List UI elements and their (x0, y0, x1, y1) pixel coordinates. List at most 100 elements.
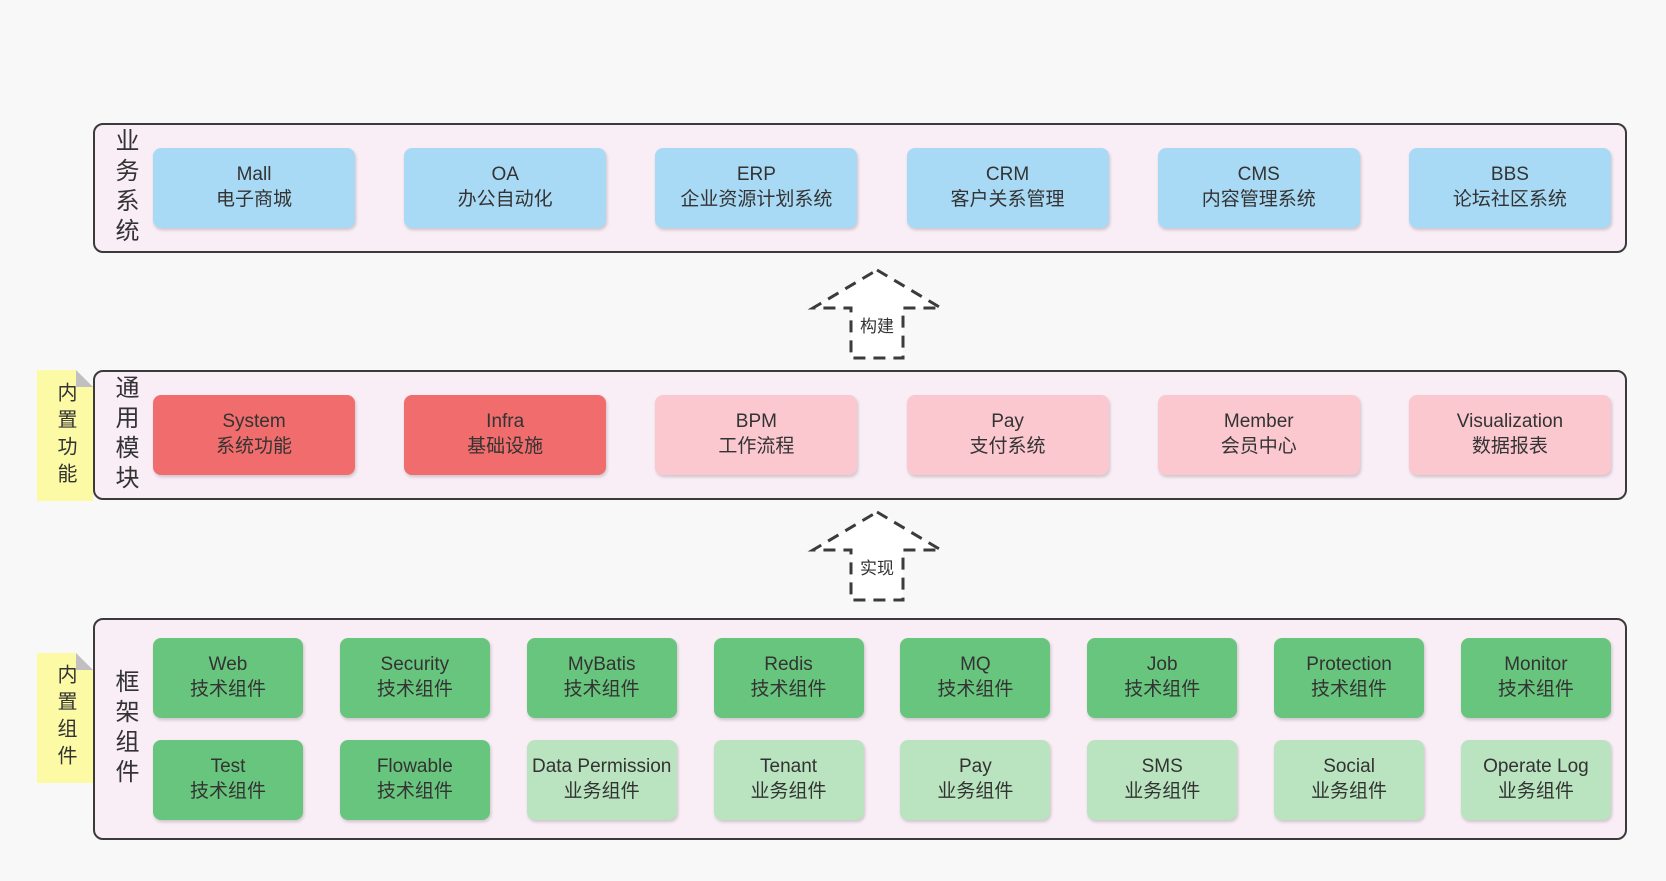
module-en-label: BPM (735, 411, 777, 433)
module-cn-label: 会员中心 (1220, 436, 1297, 457)
module-en-label: Social (1323, 756, 1375, 778)
module-box-social: Social 业务组件 (1274, 740, 1425, 820)
framework-components-label-text: 框架组件 (111, 669, 138, 789)
module-cn-label: 技术组件 (189, 781, 266, 802)
business-systems-label: 业务系统 (95, 125, 153, 251)
module-en-label: Protection (1306, 654, 1392, 676)
module-cn-label: 论坛社区系统 (1452, 189, 1567, 210)
business-systems-label-text: 业务系统 (111, 128, 138, 248)
module-en-label: MQ (960, 654, 991, 676)
note-builtin-features: 内置功能 (37, 370, 93, 501)
implement-arrow-label: 实现 (860, 559, 894, 578)
module-cn-label: 技术组件 (189, 679, 266, 700)
module-cn-label: 业务组件 (1311, 781, 1388, 802)
panel-business-systems: 业务系统 Mall 电子商城 OA 办公自动化 ERP 企业资源计划系统 CRM 客户关系管理… (93, 123, 1627, 253)
module-box-bbs: BBS 论坛社区系统 (1408, 148, 1611, 228)
module-cn-label: 业务组件 (750, 781, 827, 802)
module-en-label: Pay (991, 411, 1024, 433)
module-box-system: System 系统功能 (153, 395, 355, 475)
module-box-tenant: Tenant 业务组件 (713, 740, 864, 820)
module-cn-label: 数据报表 (1471, 436, 1548, 457)
module-en-label: CMS (1237, 164, 1280, 186)
module-box-pay: Pay 支付系统 (906, 395, 1109, 475)
module-box-sms: SMS 业务组件 (1087, 740, 1238, 820)
implement-arrow: 实现 (807, 508, 947, 604)
note-paper (37, 370, 93, 501)
arrow-label-bg (854, 555, 900, 581)
note-builtin-features-text: 内置功能 (54, 381, 76, 490)
module-box-operate-log: Operate Log 业务组件 (1460, 740, 1611, 820)
note-builtin-components: 内置组件 (37, 653, 93, 783)
module-en-label: Infra (486, 411, 525, 433)
module-box-test: Test 技术组件 (153, 740, 303, 820)
module-cn-label: 技术组件 (750, 679, 827, 700)
framework-components-label: 框架组件 (95, 620, 153, 838)
module-box-bpm: BPM 工作流程 (655, 395, 858, 475)
note-builtin-features-text-wrap: 内置功能 (37, 370, 93, 501)
module-box-erp: ERP 企业资源计划系统 (655, 148, 858, 228)
module-en-label: ERP (736, 164, 776, 186)
module-en-label: Job (1146, 654, 1178, 676)
module-en-label: Security (380, 654, 450, 676)
module-en-label: BBS (1490, 164, 1529, 186)
module-box-security: Security 技术组件 (339, 638, 490, 718)
module-cn-label: 业务组件 (1124, 781, 1201, 802)
module-cn-label: 工作流程 (718, 436, 795, 457)
module-cn-label: 业务组件 (937, 781, 1014, 802)
common-modules-label: 通用模块 (95, 372, 153, 498)
up-arrow-icon: 构建 (807, 268, 947, 360)
module-en-label: Tenant (760, 756, 818, 778)
up-arrow-icon: 实现 (807, 510, 947, 602)
module-cn-label: 支付系统 (969, 436, 1046, 457)
build-arrow-label: 构建 (860, 317, 894, 336)
note-paper (37, 653, 93, 783)
note-builtin-components-text-wrap: 内置组件 (37, 653, 93, 783)
note-builtin-components-text: 内置组件 (54, 664, 76, 772)
module-en-label: Monitor (1504, 654, 1568, 676)
module-box-web: Web 技术组件 (153, 638, 303, 718)
module-box-oa: OA 办公自动化 (404, 148, 607, 228)
module-box-visualization: Visualization 数据报表 (1408, 395, 1611, 475)
module-box-job: Job 技术组件 (1087, 638, 1238, 718)
arrow-label-bg (854, 313, 900, 339)
module-en-label: MyBatis (567, 654, 636, 676)
module-en-label: Redis (764, 654, 813, 676)
module-cn-label: 技术组件 (376, 781, 453, 802)
module-en-label: Test (210, 756, 246, 778)
module-cn-label: 客户关系管理 (950, 189, 1065, 210)
module-en-label: Visualization (1456, 411, 1564, 433)
module-cn-label: 电子商城 (215, 189, 292, 210)
module-en-label: Operate Log (1483, 756, 1589, 778)
module-cn-label: 业务组件 (1497, 781, 1574, 802)
module-en-label: SMS (1141, 756, 1183, 778)
module-cn-label: 技术组件 (376, 679, 453, 700)
module-box-mall: Mall 电子商城 (153, 148, 355, 228)
module-cn-label: 办公自动化 (457, 189, 553, 210)
module-en-label: OA (491, 164, 519, 186)
module-cn-label: 技术组件 (1311, 679, 1388, 700)
module-box-protection: Protection 技术组件 (1274, 638, 1425, 718)
module-en-label: CRM (985, 164, 1030, 186)
module-box-redis: Redis 技术组件 (713, 638, 864, 718)
module-cn-label: 系统功能 (215, 436, 292, 457)
module-cn-label: 技术组件 (1124, 679, 1201, 700)
module-en-label: Mall (236, 164, 272, 186)
module-en-label: System (222, 411, 286, 433)
module-en-label: Web (208, 654, 248, 676)
module-cn-label: 企业资源计划系统 (680, 189, 833, 210)
